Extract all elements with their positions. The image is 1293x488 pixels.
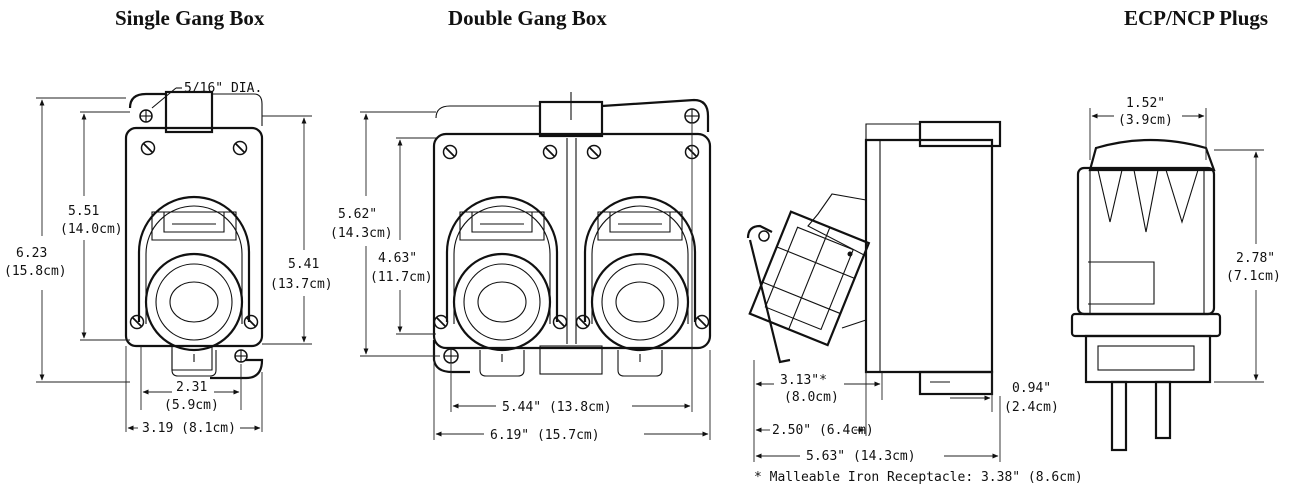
plug-width-in: 1.52" — [1126, 96, 1165, 111]
side-depth-receptacle-in: 3.13"* — [780, 373, 827, 388]
double-gang-dimensions — [360, 111, 711, 440]
single-height-right-cm: (13.7cm) — [270, 277, 333, 292]
plug-width-cm: (3.9cm) — [1118, 113, 1173, 128]
side-hub-in: 0.94" — [1012, 381, 1051, 396]
double-width-outer: 6.19" (15.7cm) — [490, 428, 600, 443]
side-footnote: * Malleable Iron Receptacle: 3.38" (8.6c… — [754, 470, 1083, 485]
single-height-inner-in: 5.51 — [68, 204, 99, 219]
side-depth-overall: 5.63" (14.3cm) — [806, 449, 916, 464]
title-ecp-ncp-plugs: ECP/NCP Plugs — [1124, 6, 1269, 30]
plug-height-cm: (7.1cm) — [1226, 269, 1281, 284]
double-height-outer-in: 5.62" — [338, 207, 377, 222]
double-gang-box-drawing — [432, 92, 712, 378]
single-width-inner-cm: (5.9cm) — [164, 398, 219, 413]
single-gang-box-drawing — [124, 87, 264, 380]
double-height-inner-in: 4.63" — [378, 251, 417, 266]
plug-height-in: 2.78" — [1236, 251, 1275, 266]
double-height-inner-cm: (11.7cm) — [370, 270, 433, 285]
single-gang-dimensions — [36, 97, 312, 432]
side-view-drawing — [746, 120, 1002, 396]
plug-drawing — [1070, 138, 1222, 452]
side-hub-cm: (2.4cm) — [1004, 400, 1059, 415]
single-height-outer-cm: (15.8cm) — [4, 264, 67, 279]
side-depth-receptacle-cm: (8.0cm) — [784, 390, 839, 405]
single-hole-dia-label: 5/16" DIA. — [184, 81, 262, 96]
single-height-inner-cm: (14.0cm) — [60, 222, 123, 237]
single-height-outer-in: 6.23 — [16, 246, 47, 261]
title-double-gang-box: Double Gang Box — [448, 6, 607, 30]
side-depth-box: 2.50" (6.4cm) — [772, 423, 874, 438]
double-width-inner: 5.44" (13.8cm) — [502, 400, 612, 415]
title-single-gang-box: Single Gang Box — [115, 6, 265, 30]
single-height-right-in: 5.41 — [288, 257, 319, 272]
single-width-inner-in: 2.31 — [176, 380, 207, 395]
side-view-dimensions — [753, 360, 1001, 462]
single-width-outer: 3.19 (8.1cm) — [142, 421, 236, 436]
double-height-outer-cm: (14.3cm) — [330, 226, 393, 241]
plug-dimensions — [1089, 108, 1264, 383]
